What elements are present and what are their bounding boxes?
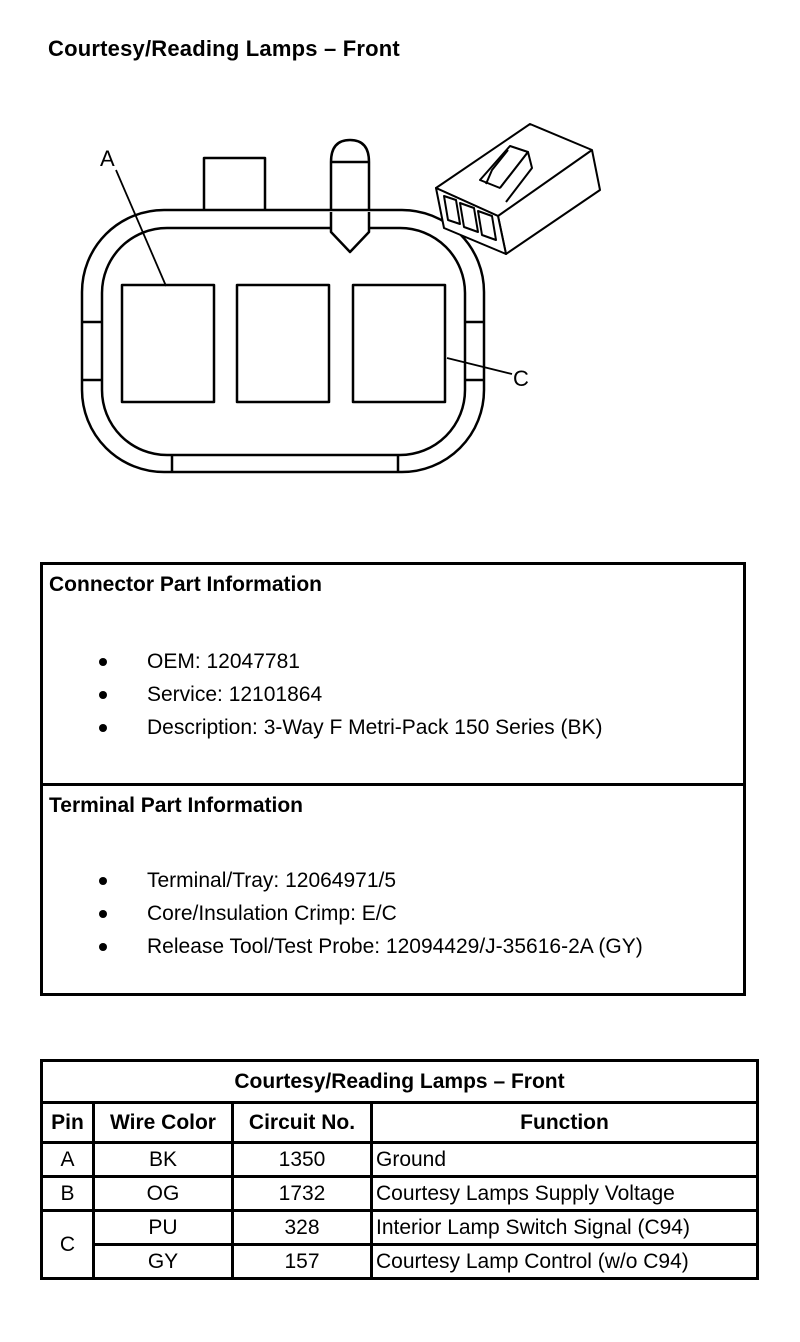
header-pin: Pin xyxy=(40,1101,95,1144)
list-item: Core/Insulation Crimp: E/C xyxy=(43,897,643,930)
cell-pin: B xyxy=(40,1175,95,1212)
cell-pin: C xyxy=(40,1209,95,1280)
table-row: B OG 1732 Courtesy Lamps Supply Voltage xyxy=(40,1175,759,1212)
cell-function: Courtesy Lamp Control (w/o C94) xyxy=(370,1243,759,1280)
list-item: OEM: 12047781 xyxy=(43,645,603,678)
leader-line-c xyxy=(446,357,513,375)
pin-table: Courtesy/Reading Lamps – Front Pin Wire … xyxy=(40,1059,759,1280)
cell-pin: A xyxy=(40,1141,95,1178)
list-item: Release Tool/Test Probe: 12094429/J-3561… xyxy=(43,930,643,963)
terminal-part-info: Terminal Part Information Terminal/Tray:… xyxy=(43,783,743,996)
cell-circuit: 1732 xyxy=(231,1175,373,1212)
list-item: Service: 12101864 xyxy=(43,678,603,711)
cell-wire-color: OG xyxy=(92,1175,234,1212)
table-row: C PU 328 Interior Lamp Switch Signal (C9… xyxy=(40,1209,759,1280)
cell-wire-color: PU xyxy=(92,1209,234,1246)
connector-info-list: OEM: 12047781 Service: 12101864 Descript… xyxy=(43,645,603,744)
table-caption-row: Courtesy/Reading Lamps – Front xyxy=(40,1059,759,1104)
table-row: GY 157 Courtesy Lamp Control (w/o C94) xyxy=(42,1243,759,1280)
cell-circuit: 328 xyxy=(231,1209,373,1246)
cell-wire-color: BK xyxy=(92,1141,234,1178)
label-a: A xyxy=(100,146,115,171)
cell-function: Courtesy Lamps Supply Voltage xyxy=(370,1175,759,1212)
page-title: Courtesy/Reading Lamps – Front xyxy=(48,36,400,61)
cavity-c xyxy=(351,283,447,404)
header-wire-color: Wire Color xyxy=(92,1101,234,1144)
connector-housing-inner xyxy=(100,226,467,457)
cell-circuit: 157 xyxy=(231,1243,373,1280)
header-function: Function xyxy=(370,1101,759,1144)
part-information-box: Connector Part Information OEM: 12047781… xyxy=(40,562,746,996)
label-c: C xyxy=(513,366,529,391)
table-header-row: Pin Wire Color Circuit No. Function xyxy=(40,1101,759,1144)
bullet-icon xyxy=(99,943,107,951)
cell-circuit: 1350 xyxy=(231,1141,373,1178)
connector-info-heading: Connector Part Information xyxy=(49,573,323,596)
terminal-info-list: Terminal/Tray: 12064971/5 Core/Insulatio… xyxy=(43,864,643,963)
cell-function: Interior Lamp Switch Signal (C94) xyxy=(370,1209,759,1246)
list-item: Terminal/Tray: 12064971/5 xyxy=(43,864,643,897)
bullet-icon xyxy=(99,910,107,918)
cavity-b xyxy=(235,283,331,404)
cell-wire-color: GY xyxy=(92,1243,234,1280)
cell-function: Ground xyxy=(370,1141,759,1178)
bullet-icon xyxy=(99,658,107,666)
header-circuit-no: Circuit No. xyxy=(231,1101,373,1144)
bullet-icon xyxy=(99,691,107,699)
bullet-icon xyxy=(99,877,107,885)
connector-part-info: Connector Part Information OEM: 12047781… xyxy=(43,565,743,783)
terminal-info-heading: Terminal Part Information xyxy=(49,794,303,817)
list-item: Description: 3-Way F Metri-Pack 150 Seri… xyxy=(43,711,603,744)
cavity-a xyxy=(120,283,216,404)
connector-housing-outer xyxy=(80,208,486,474)
leader-line-a xyxy=(115,169,167,287)
connector-3d-illustration xyxy=(435,123,601,255)
bullet-icon xyxy=(99,724,107,732)
table-caption: Courtesy/Reading Lamps – Front xyxy=(40,1059,759,1104)
connector-diagram: A C xyxy=(80,123,601,474)
table-row: A BK 1350 Ground xyxy=(40,1141,759,1178)
